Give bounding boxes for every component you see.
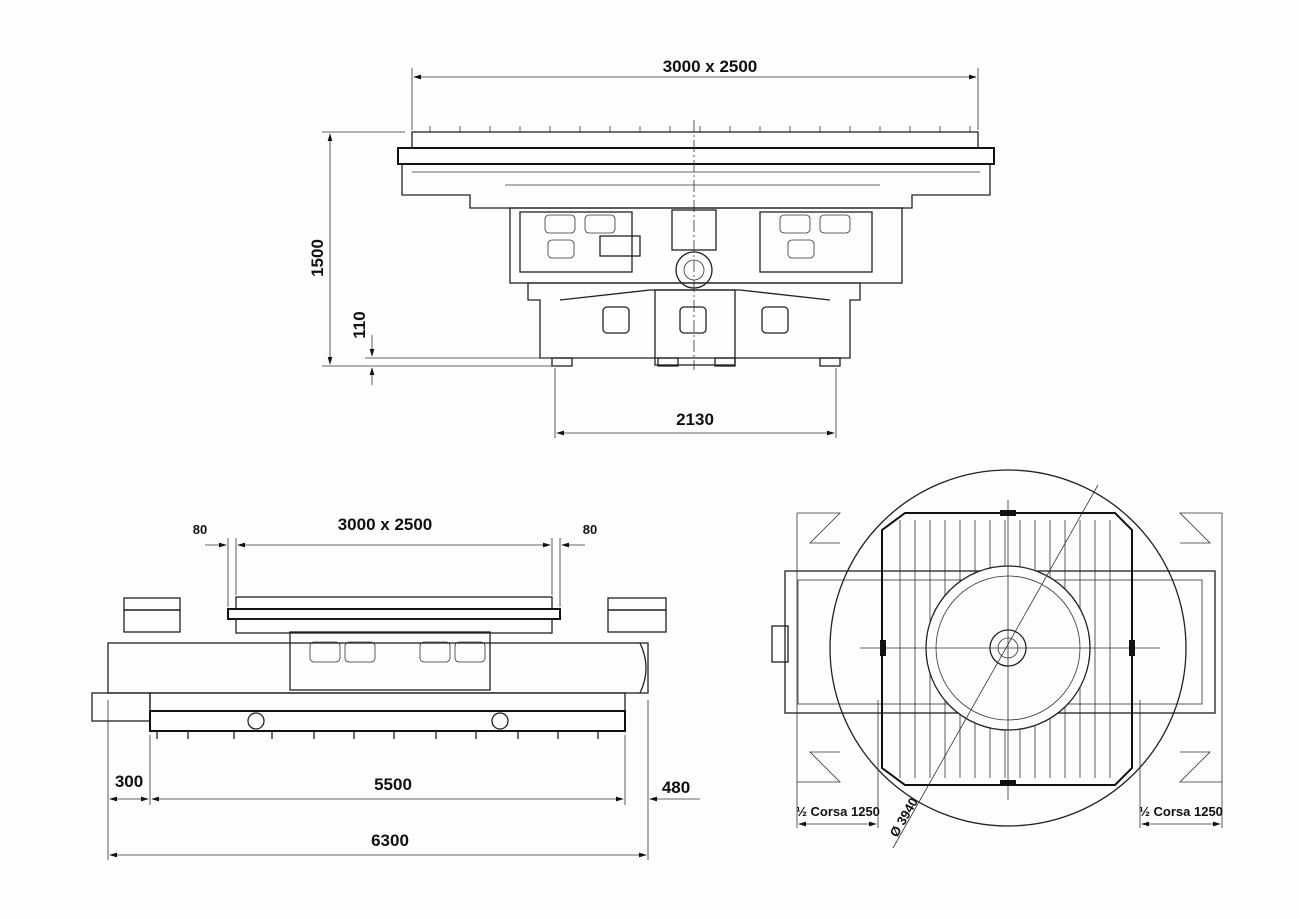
- left-half-stroke-label: ½ Corsa 1250: [796, 804, 880, 819]
- side-table-size-label: 3000 x 2500: [663, 57, 758, 76]
- side-base-height-label: 110: [350, 311, 369, 338]
- front-left-overhang-label: 80: [193, 522, 207, 537]
- front-travel-label: 5500: [374, 775, 412, 794]
- front-view: 3000 x 2500 80 80 300 5500 480 6300: [91, 515, 700, 860]
- top-view: ½ Corsa 1250 ½ Corsa 1250 Ø 3940: [771, 469, 1223, 849]
- front-right-offset-label: 480: [662, 778, 690, 797]
- right-half-stroke-label: ½ Corsa 1250: [1139, 804, 1223, 819]
- front-left-offset-label: 300: [115, 772, 143, 791]
- swing-diameter-label: Ø 3940: [887, 795, 921, 839]
- front-table-size-label: 3000 x 2500: [338, 515, 433, 534]
- side-height-label: 1500: [308, 239, 327, 277]
- side-base-width-label: 2130: [676, 410, 714, 429]
- front-total-length-label: 6300: [371, 831, 409, 850]
- front-right-overhang-label: 80: [583, 522, 597, 537]
- side-view: 3000 x 2500 1500 110 2130: [308, 57, 995, 438]
